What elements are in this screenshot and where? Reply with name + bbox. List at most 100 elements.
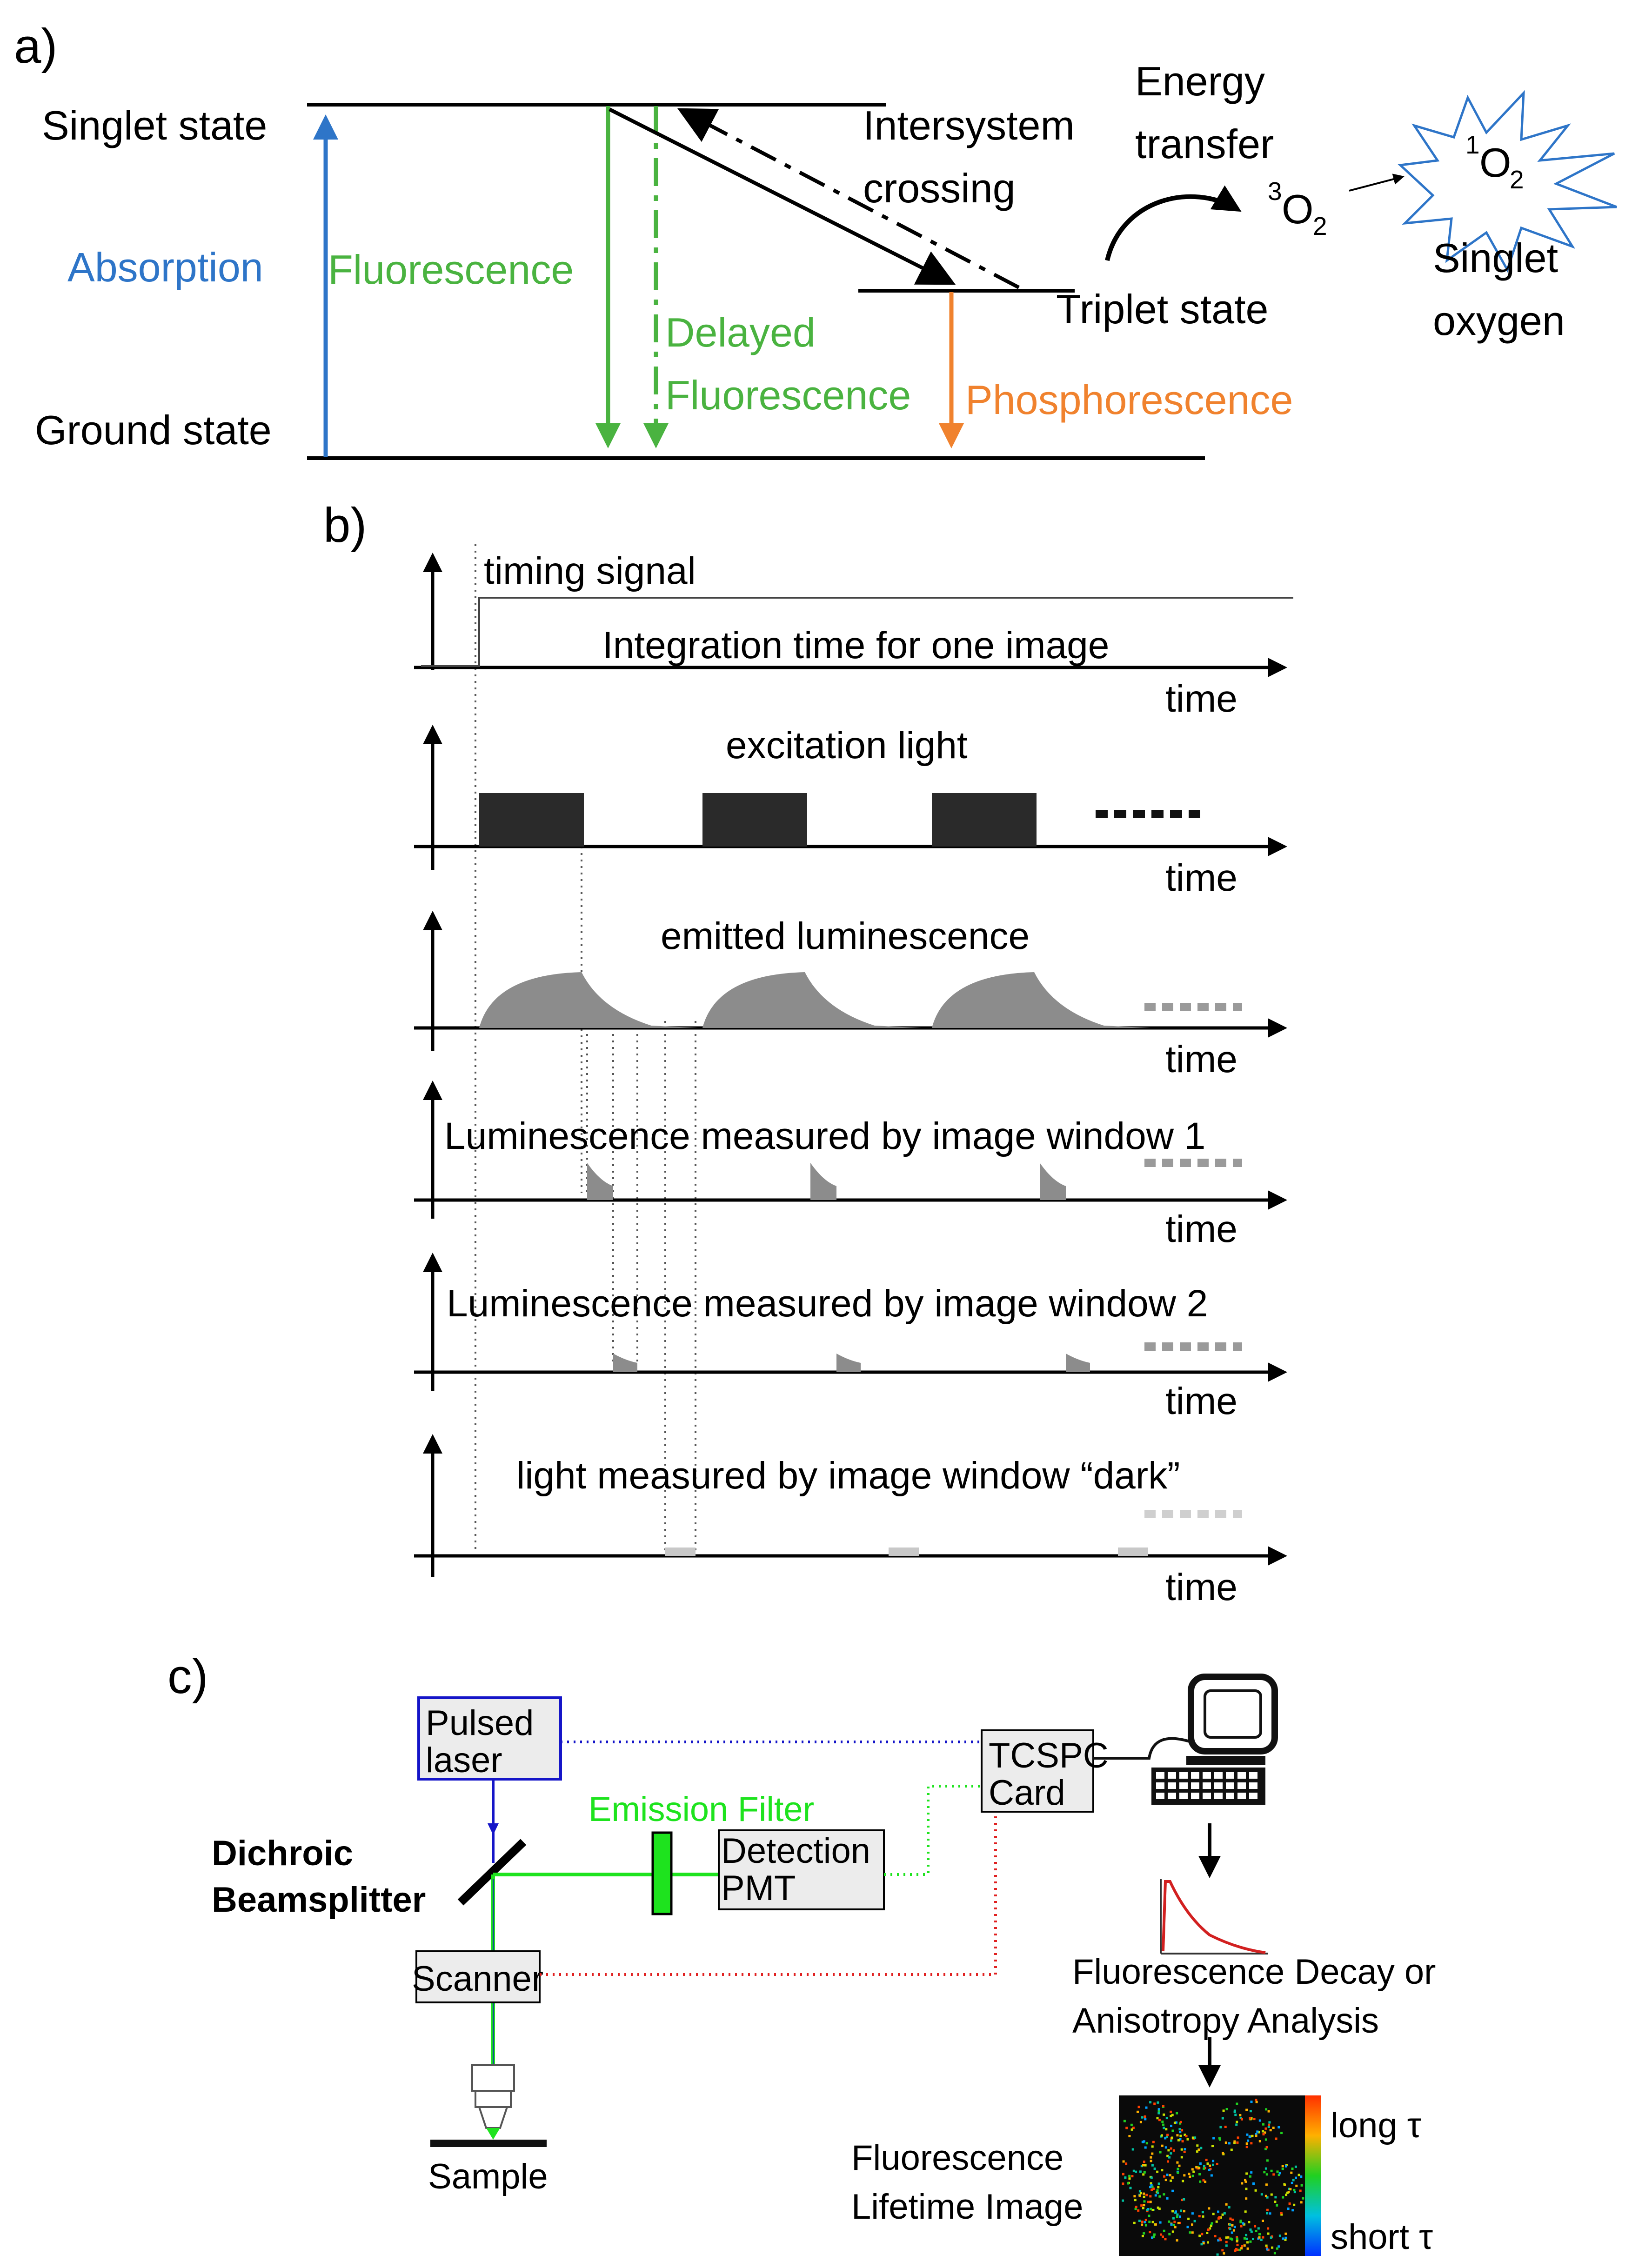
lifetime-pixel <box>1191 2168 1194 2171</box>
lifetime-pixel <box>1212 2163 1214 2166</box>
lifetime-pixel <box>1224 2141 1227 2144</box>
isc-arrow <box>609 107 956 285</box>
lifetime-pixel <box>1302 2197 1304 2200</box>
panel-b: b) timing signal Integration time for on… <box>323 498 1293 1608</box>
tcspc-label-1: TCSPC <box>989 1736 1109 1775</box>
lifetime-pixel <box>1245 2237 1248 2240</box>
lifetime-pixel <box>1256 2130 1259 2133</box>
delayed-fluorescence-label-2: Fluorescence <box>665 372 911 418</box>
lifetime-pixel <box>1260 2193 1263 2196</box>
lifetime-pixel <box>1198 2235 1201 2237</box>
lifetime-pixel <box>1170 2152 1172 2155</box>
laser-beam-arrowhead <box>488 1823 499 1835</box>
lifetime-pixel <box>1171 2129 1174 2132</box>
lifetime-pixel <box>1157 2101 1159 2104</box>
lifetime-pixel <box>1255 2099 1257 2101</box>
lifetime-pixel <box>1257 2227 1260 2230</box>
tcspc-computer-cable <box>1093 1737 1191 1760</box>
pulsed-laser-label-1: Pulsed <box>426 1703 534 1743</box>
lifetime-pixel <box>1189 2231 1191 2234</box>
lifetime-pixel <box>1255 2101 1258 2103</box>
lifetime-pixel <box>1176 2134 1179 2137</box>
lifetime-pixel <box>1163 2193 1165 2196</box>
lifetime-pixel <box>1202 2215 1204 2218</box>
lifetime-pixel <box>1151 2185 1154 2188</box>
lifetime-pixel <box>1265 2108 1268 2111</box>
window1-signal <box>810 1163 836 1200</box>
lifetime-pixel <box>1249 2117 1251 2120</box>
lifetime-pixel <box>1163 2127 1165 2129</box>
window1-signal <box>1040 1163 1066 1200</box>
lifetime-pixel <box>1196 2144 1199 2147</box>
lifetime-pixel <box>1209 2227 1211 2230</box>
energy-transfer-arrow <box>1105 185 1242 261</box>
triplet-oxygen: 3 O 2 <box>1268 177 1327 240</box>
lifetime-pixel <box>1171 2136 1173 2139</box>
lifetime-pixel <box>1275 2137 1278 2140</box>
lifetime-pixel <box>1265 2173 1268 2176</box>
lifetime-pixel <box>1122 2160 1125 2163</box>
lifetime-pixel <box>1203 2165 1205 2168</box>
lifetime-pixel <box>1144 2164 1147 2167</box>
lifetime-pixel <box>1135 2206 1137 2208</box>
oxygen-conversion-arrow <box>1349 173 1405 192</box>
lifetime-pixel <box>1208 2207 1211 2210</box>
excitation-pulse <box>479 793 584 847</box>
excitation-time-label: time <box>1165 857 1237 899</box>
lifetime-pixel <box>1152 2235 1155 2238</box>
lifetime-pixel <box>1158 2195 1161 2198</box>
lifetime-pixel <box>1157 2206 1159 2209</box>
isc-label-2: crossing <box>863 165 1016 211</box>
lifetime-pixel <box>1144 2219 1147 2221</box>
lifetime-pixel <box>1255 2230 1257 2232</box>
lifetime-pixel <box>1246 2247 1249 2250</box>
lifetime-pixel <box>1285 2165 1287 2168</box>
lifetime-pixel <box>1269 2129 1272 2132</box>
lifetime-pixel <box>1188 2173 1191 2175</box>
lifetime-pixel <box>1191 2136 1194 2139</box>
lifetime-pixel <box>1212 2137 1215 2140</box>
lifetime-pixel <box>1284 2236 1287 2239</box>
lifetime-pixel <box>1157 2182 1160 2185</box>
emission-curve <box>479 972 698 1028</box>
timing-time-label: time <box>1165 678 1237 720</box>
detector-signal-line <box>884 1785 982 1876</box>
lifetime-pixel <box>1179 2215 1181 2218</box>
lifetime-pixel <box>1244 2179 1246 2181</box>
lifetime-pixel <box>1291 2168 1294 2170</box>
lifetime-pixel <box>1204 2167 1206 2169</box>
lifetime-pixel <box>1168 2233 1171 2235</box>
lifetime-pixel <box>1177 2171 1179 2174</box>
lifetime-pixel <box>1276 2247 1278 2250</box>
lifetime-pixel <box>1249 2228 1252 2231</box>
lifetime-pixel <box>1280 2212 1283 2215</box>
lifetime-pixel <box>1187 2217 1190 2220</box>
lifetime-pixel <box>1150 2188 1153 2191</box>
scanner-signal-line <box>540 1812 997 1976</box>
lifetime-pixel <box>1171 2114 1174 2116</box>
lifetime-pixel <box>1164 2146 1167 2149</box>
lifetime-pixel <box>1149 2101 1152 2104</box>
lifetime-pixel <box>1144 2146 1147 2149</box>
lifetime-pixel <box>1293 2203 1296 2206</box>
lifetime-pixel <box>1237 2136 1239 2139</box>
lifetime-pixel <box>1122 2199 1124 2202</box>
lifetime-pixel <box>1212 2160 1215 2162</box>
lifetime-pixel <box>1227 2236 1230 2239</box>
lifetime-pixel <box>1289 2188 1292 2191</box>
lifetime-pixel <box>1200 2147 1203 2149</box>
lifetime-pixel <box>1141 2141 1144 2143</box>
lifetime-pixel <box>1199 2180 1202 2183</box>
lifetime-pixel <box>1278 2174 1280 2176</box>
lifetime-pixel <box>1160 2134 1163 2137</box>
lifetime-pixel <box>1157 2186 1160 2188</box>
lifetime-pixel <box>1158 2119 1161 2121</box>
energy-transfer-label-1: Energy <box>1135 58 1265 104</box>
emission-time-label: time <box>1165 1038 1237 1081</box>
lifetime-pixel <box>1253 2118 1256 2121</box>
lifetime-pixel <box>1143 2204 1145 2207</box>
lifetime-pixel <box>1221 2213 1224 2216</box>
singlet-oxygen-sub: 2 <box>1510 165 1524 194</box>
lifetime-pixel <box>1300 2184 1303 2187</box>
lifetime-pixel <box>1123 2120 1126 2122</box>
